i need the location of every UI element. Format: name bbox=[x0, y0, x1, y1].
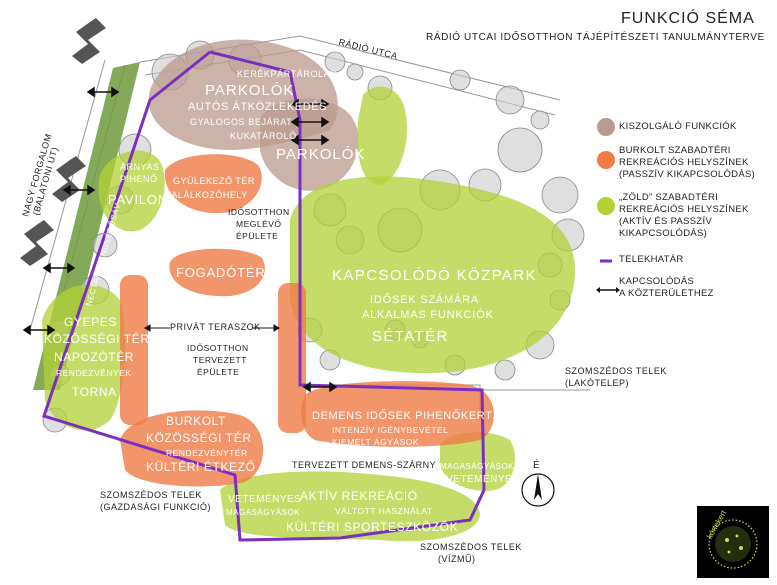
label-paved-events: RENDEZVÉNYTÉR bbox=[166, 448, 248, 458]
label-reception: FOGADÓTÉR bbox=[176, 265, 266, 280]
label-bins: KUKATÁROLÓ bbox=[230, 131, 297, 141]
label-neighbor-farm-2: (GAZDASÁGI FUNKCIÓ) bbox=[100, 502, 212, 512]
label-dementia-wing: TERVEZETT DEMENS-SZÁRNY bbox=[292, 460, 437, 470]
label-parking-east: PARKOLÓK bbox=[276, 146, 366, 163]
paved-zones bbox=[120, 154, 494, 487]
label-bike-storage: KERÉKPÁRTÁROLÁS bbox=[237, 69, 337, 79]
label-assembly: GYÜLEKEZŐ TÉR bbox=[173, 176, 255, 186]
green-zones bbox=[42, 86, 575, 542]
legend-swatch-paved bbox=[597, 151, 615, 169]
label-vegetables: VETEMÉNYES bbox=[446, 474, 520, 485]
pavilion-zone bbox=[98, 150, 165, 232]
dining-zone bbox=[120, 410, 264, 487]
label-raised-beds-2: MAGASÁGYÁSOK bbox=[440, 462, 515, 471]
active-recreation-zone bbox=[220, 471, 480, 542]
north-arrow bbox=[521, 473, 555, 507]
plot-boundary bbox=[42, 50, 486, 542]
legend-connection-line2: A KÖZTERÜLETHEZ bbox=[619, 288, 714, 299]
legend-green-line1: „ZÖLD” SZABADTÉRI bbox=[619, 192, 719, 203]
label-shady: ÁRNYAS bbox=[120, 162, 160, 172]
label-paved-1: BURKOLT bbox=[166, 414, 226, 428]
legend-green-line4: KIKAPCSOLÓDÁS) bbox=[619, 228, 708, 239]
lawn-zone bbox=[42, 284, 126, 431]
diagram-subtitle: RÁDIÓ UTCAI IDŐSOTTHON TÁJÉPÍTÉSZETI TAN… bbox=[426, 32, 765, 43]
label-planned-3: ÉPÜLETE bbox=[197, 367, 240, 377]
label-events: RENDEZVÉNYEK bbox=[56, 368, 132, 378]
label-elderly-2: ALKALMAS FUNKCIÓK bbox=[362, 309, 494, 321]
central-park-zone bbox=[290, 176, 575, 374]
legend-paved-line1: BURKOLT SZABADTÉRI bbox=[619, 145, 731, 156]
label-gym: TORNA bbox=[72, 385, 117, 399]
label-elderly-1: IDŐSEK SZÁMÁRA bbox=[370, 294, 479, 306]
legend-swatch-green bbox=[597, 197, 615, 215]
label-sunbath: NAPOZÓTÉR bbox=[54, 350, 135, 364]
label-vegetables-2: VETEMÉNYES bbox=[228, 494, 302, 505]
north-label: É bbox=[533, 460, 540, 471]
label-community: KÖZÖSSÉGI TÉR bbox=[44, 332, 150, 346]
label-raised-beds-3: MAGASÁGYÁSOK bbox=[226, 508, 301, 517]
label-alternating: VÁLTOTT HASZNÁLAT bbox=[335, 506, 433, 516]
raised-beds-zone bbox=[439, 432, 515, 491]
legend-service-label: KISZOLGÁLÓ FUNKCIÓK bbox=[619, 121, 737, 132]
label-outdoor-dining: KÜLTÉRI ÉTKEZŐ bbox=[146, 460, 256, 474]
legend bbox=[596, 118, 620, 293]
label-neighbor-farm-1: SZOMSZÉDOS TELEK bbox=[100, 490, 202, 500]
logo: körtekert bbox=[697, 506, 769, 578]
logo-mark-icon bbox=[708, 519, 758, 569]
label-planned-2: TERVEZETT bbox=[193, 355, 247, 365]
garden-east-zone bbox=[357, 86, 408, 185]
label-neighbor-housing-1: SZOMSZÉDOS TELEK bbox=[565, 366, 667, 376]
dementia-garden-zone bbox=[301, 381, 494, 447]
connection-arrows bbox=[22, 86, 338, 393]
label-dementia-garden: DEMENS IDŐSEK PIHENŐKERTJE bbox=[312, 410, 507, 422]
label-planned-1: IDŐSOTTHON bbox=[187, 343, 249, 353]
label-active-recreation: AKTÍV REKREÁCIÓ bbox=[300, 489, 418, 503]
legend-paved-line3: (PASSZÍV KIKAPCSOLÓDÁS) bbox=[619, 169, 756, 180]
legend-swatch-service bbox=[597, 118, 615, 136]
label-neighbor-water-2: (VÍZMŰ) bbox=[438, 554, 476, 564]
label-pavilion: PAVILON bbox=[108, 192, 169, 207]
label-paved-2: KÖZÖSSÉGI TÉR bbox=[146, 431, 252, 445]
label-parking-north: PARKOLÓK bbox=[205, 82, 295, 99]
label-meeting: TALÁLKOZÓHELY bbox=[166, 190, 248, 200]
parking-east-zone bbox=[260, 98, 359, 191]
label-existing-3: ÉPÜLETE bbox=[236, 231, 279, 241]
legend-boundary-label: TELEKHATÁR bbox=[619, 254, 684, 265]
legend-green-line3: (AKTÍV ÉS PASSZÍV bbox=[619, 216, 713, 227]
legend-green-line2: REKREÁCIÓS HELYSZÍNEK bbox=[619, 204, 749, 215]
label-neighbor-water-1: SZOMSZÉDOS TELEK bbox=[420, 542, 522, 552]
label-outdoor-sports: KÜLTÉRI SPORTESZKÖZÖK bbox=[286, 520, 459, 534]
label-central-park: KAPCSOLÓDÓ KÖZPARK bbox=[332, 267, 537, 284]
legend-connection-line1: KAPCSOLÓDÁS bbox=[619, 276, 695, 287]
label-private-terraces: PRIVÁT TERASZOK bbox=[170, 322, 261, 332]
reception-zone bbox=[169, 248, 265, 297]
label-existing-2: MEGLÉVŐ bbox=[236, 219, 282, 229]
label-intensive: INTENZÍV IGÉNYBEVÉTEL bbox=[332, 425, 449, 435]
terrace-west bbox=[120, 275, 148, 425]
terrace-arrows bbox=[144, 324, 280, 332]
label-ped-entrance: GYALOGOS BEJÁRAT bbox=[190, 117, 293, 127]
label-neighbor-housing-2: (LAKÓTELEP) bbox=[565, 378, 630, 388]
legend-paved-line2: REKREÁCIÓS HELYSZÍNEK bbox=[619, 157, 749, 168]
diagram-title: FUNKCIÓ SÉMA bbox=[621, 10, 755, 27]
label-raised-beds: KIEMELT ÁGYÁSOK bbox=[332, 437, 420, 447]
label-existing-1: IDŐSOTTHON bbox=[228, 207, 290, 217]
label-car-crossing: AUTÓS ÁTKÖZLEKEDÉS bbox=[188, 101, 328, 113]
assembly-zone bbox=[164, 154, 262, 214]
service-zones bbox=[148, 39, 359, 191]
label-lawn: GYEPES bbox=[64, 315, 117, 329]
label-promenade: SÉTATÉR bbox=[372, 328, 449, 345]
label-rest: PIHENŐ bbox=[120, 174, 158, 184]
